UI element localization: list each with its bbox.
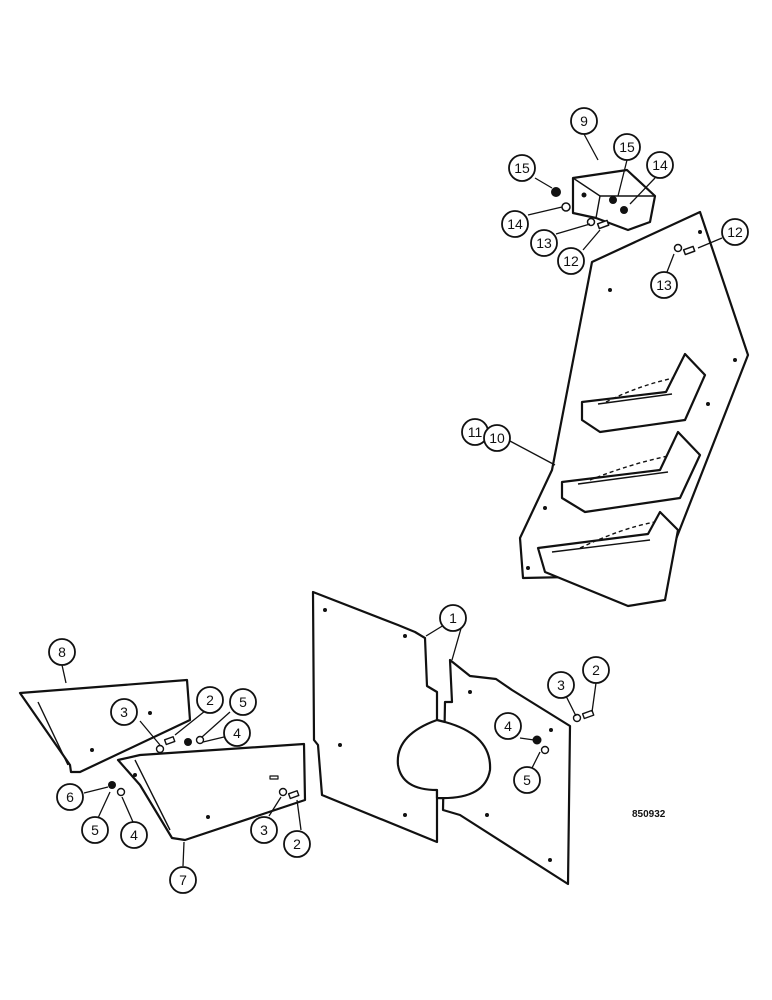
split-shield-plate [311,590,572,886]
svg-text:4: 4 [233,725,241,741]
svg-text:5: 5 [239,694,247,710]
svg-text:1: 1 [449,610,457,626]
side-panel-lower [116,742,307,842]
callout-14: 14 [646,151,674,179]
callout-12: 12 [721,218,749,246]
callout-5: 5 [229,688,257,716]
svg-text:9: 9 [580,113,588,129]
svg-text:4: 4 [130,827,138,843]
callout-15: 15 [613,133,641,161]
callout-3: 3 [547,671,575,699]
callout-9: 9 [570,107,598,135]
callout-10: 10 [483,424,511,452]
side-panel-upper [18,678,192,774]
callout-13: 13 [650,271,678,299]
callout-3: 3 [250,816,278,844]
callout-14: 14 [501,210,529,238]
callout-1: 1 [439,604,467,632]
svg-text:15: 15 [514,160,530,176]
callout-2: 2 [582,656,610,684]
callout-5: 5 [81,816,109,844]
svg-text:13: 13 [656,277,672,293]
drawing-number: 850932 [632,809,666,820]
svg-text:2: 2 [293,836,301,852]
callout-6: 6 [56,783,84,811]
svg-text:3: 3 [120,704,128,720]
callout-2: 2 [283,830,311,858]
svg-text:14: 14 [652,157,668,173]
svg-text:4: 4 [504,718,512,734]
leader-lines [61,133,723,867]
callout-2: 2 [196,686,224,714]
callout-15: 15 [508,154,536,182]
svg-text:3: 3 [557,677,565,693]
svg-text:3: 3 [260,822,268,838]
svg-text:15: 15 [619,139,635,155]
callout-11: 11 [461,418,489,446]
svg-text:14: 14 [507,216,523,232]
callout-13: 13 [530,229,558,257]
shield-hardware [532,709,595,755]
svg-text:5: 5 [523,772,531,788]
svg-text:7: 7 [179,872,187,888]
svg-text:12: 12 [727,224,743,240]
callout-12: 12 [557,247,585,275]
callout-4: 4 [120,821,148,849]
svg-text:10: 10 [489,430,505,446]
callout-3: 3 [110,698,138,726]
svg-text:8: 8 [58,644,66,660]
callout-8: 8 [48,638,76,666]
callout-4: 4 [223,719,251,747]
svg-text:11: 11 [468,424,483,440]
svg-text:5: 5 [91,822,99,838]
svg-text:6: 6 [66,789,74,805]
svg-text:12: 12 [563,253,579,269]
callout-7: 7 [169,866,197,894]
svg-text:13: 13 [536,235,552,251]
step-ladder-assembly [518,210,750,608]
panel-hardware [108,735,300,800]
svg-text:2: 2 [592,662,600,678]
svg-text:2: 2 [206,692,214,708]
callout-4: 4 [494,712,522,740]
callout-5: 5 [513,766,541,794]
